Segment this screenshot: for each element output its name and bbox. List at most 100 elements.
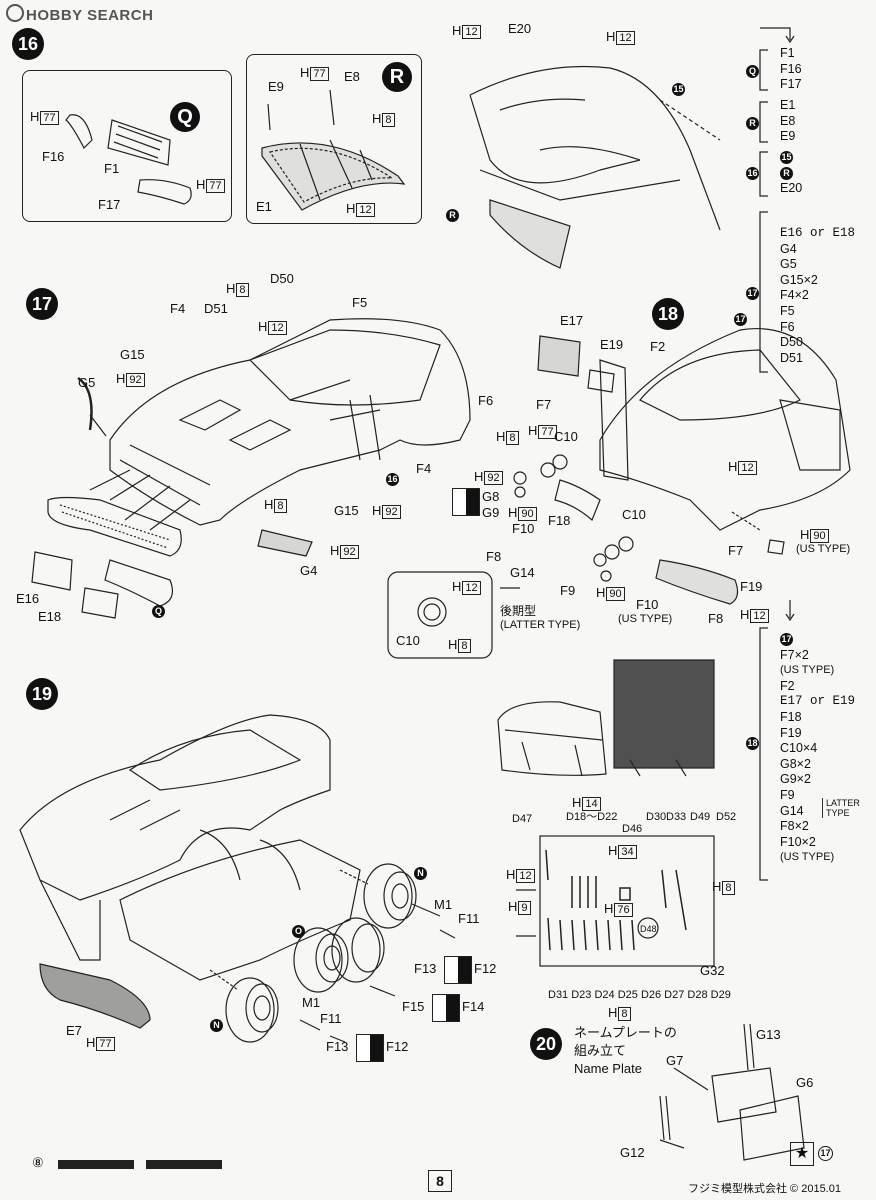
- label-e8: E8: [344, 69, 360, 84]
- step-17-marker: 17: [26, 288, 58, 320]
- ref-o: O: [292, 924, 305, 939]
- side-ref-17: 17: [746, 287, 759, 301]
- label-e16: E16: [16, 591, 40, 606]
- lamp-sockets: [513, 454, 634, 582]
- label-g4: G4: [300, 563, 318, 578]
- tool-roll: [613, 659, 715, 769]
- label-f12: F12: [474, 961, 497, 976]
- watermark: HOBBY SEARCH: [6, 4, 153, 23]
- footer-page-marker: ⑧: [32, 1155, 44, 1170]
- label-d52: D52: [716, 811, 737, 823]
- label-f8: F8: [708, 611, 724, 626]
- star-icon: ★: [790, 1142, 814, 1166]
- label-d48: D48: [640, 924, 657, 934]
- bumper-part-f16: [65, 114, 93, 150]
- ref-q: Q: [152, 604, 165, 619]
- car-rear-body-step18: [599, 328, 851, 531]
- label-d33: D33: [666, 811, 687, 823]
- label-f10: F10: [512, 521, 535, 536]
- side-list-16: 15 R E20: [780, 151, 803, 196]
- label-f15: F15: [402, 999, 425, 1014]
- label-f10: F10: [636, 597, 659, 612]
- label-f4: F4: [170, 301, 186, 316]
- label-f2: F2: [650, 339, 666, 354]
- watermark-logo-icon: [6, 4, 24, 22]
- ref-n: N: [210, 1018, 223, 1033]
- label-us-type: (US TYPE): [618, 613, 673, 625]
- step-16-panel-q: [22, 70, 232, 222]
- label-f1: F1: [104, 161, 120, 176]
- side-latter-type-note: LATTER TYPE: [822, 798, 862, 818]
- label-f9: F9: [560, 583, 576, 598]
- label-g9: G9: [482, 505, 500, 520]
- tool-bag: [497, 701, 607, 776]
- label-e17: E17: [560, 313, 584, 328]
- side-ref-q: Q: [746, 64, 759, 79]
- front-grille-g: [47, 496, 182, 557]
- label-m1: M1: [302, 995, 321, 1010]
- latter-type-en: (LATTER TYPE): [500, 619, 581, 631]
- label-f13: F13: [414, 961, 437, 976]
- car-front-body: [109, 318, 471, 526]
- headlight-e16: [31, 551, 73, 591]
- label-e20: E20: [508, 21, 532, 36]
- footer-bar: [146, 1160, 222, 1169]
- label-g13: G13: [756, 1027, 781, 1042]
- ref-16: 16: [386, 473, 399, 487]
- label-c10: C10: [554, 429, 578, 444]
- label-g5: G5: [78, 375, 96, 390]
- page-number: 8: [428, 1170, 452, 1192]
- bumper-part-f17: [137, 179, 192, 205]
- label-d30: D30: [646, 811, 667, 823]
- label-f11: F11: [458, 911, 480, 926]
- paint-color-chip: [452, 488, 480, 516]
- label-g12: G12: [620, 1145, 645, 1160]
- label-f17: F17: [98, 197, 121, 212]
- label-d46: D46: [622, 823, 643, 835]
- paint-color-chip: [444, 956, 472, 984]
- label-f7: F7: [536, 397, 552, 412]
- latter-type-jp: 後期型: [500, 604, 537, 618]
- label-d51: D51: [204, 301, 228, 316]
- label-g14: G14: [510, 565, 535, 580]
- copyright: フジミ模型株式会社 © 2015.01: [688, 1183, 841, 1195]
- label-d18-d22: D18〜D22: [566, 811, 618, 823]
- label-f18: F18: [548, 513, 571, 528]
- label-d50: D50: [270, 271, 294, 286]
- label-f8: F8: [486, 549, 502, 564]
- label-f6: F6: [478, 393, 494, 408]
- label-f7: F7: [728, 543, 744, 558]
- paint-color-chip: [356, 1034, 384, 1062]
- footer-bar: [58, 1160, 134, 1169]
- label-e1: E1: [256, 199, 272, 214]
- ref-17: 17: [734, 313, 747, 327]
- step-20-title-jp: 組み立て: [574, 1043, 627, 1058]
- label-g6: G6: [796, 1075, 814, 1090]
- step-20-marker: 20: [530, 1028, 562, 1060]
- label-g15: G15: [334, 503, 359, 518]
- paint-color-chip: [432, 994, 460, 1022]
- label-us-type: (US TYPE): [796, 543, 851, 555]
